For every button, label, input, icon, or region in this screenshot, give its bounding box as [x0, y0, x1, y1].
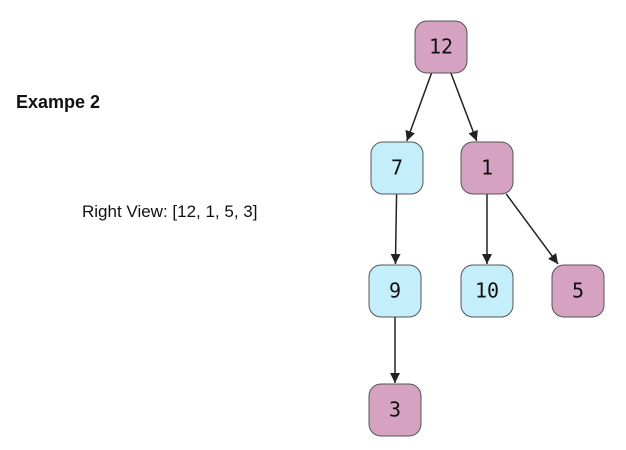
tree-node-10: 10 — [460, 264, 514, 318]
tree-node-label: 3 — [389, 398, 401, 422]
tree-node-box — [370, 141, 424, 195]
tree-node-7: 7 — [370, 141, 424, 195]
tree-node-box — [551, 264, 605, 318]
example-heading: Exampe 2 — [16, 92, 101, 112]
edge-7-to-9 — [390, 193, 401, 265]
tree-node-label: 10 — [475, 279, 499, 303]
tree-node-1: 1 — [460, 141, 514, 195]
tree-node-box — [460, 141, 514, 195]
tree-nodes: 12 7 1 9 10 5 3 — [368, 20, 605, 437]
tree-node-label: 7 — [391, 156, 403, 180]
edge-12-to-7 — [405, 72, 433, 142]
tree-node-3: 3 — [368, 383, 422, 437]
tree-node-label: 5 — [572, 279, 584, 303]
tree-node-box — [368, 264, 422, 318]
tree-node-box — [460, 264, 514, 318]
tree-node-label: 1 — [481, 156, 493, 180]
edge-1-to-5 — [505, 193, 559, 265]
tree-node-box — [368, 383, 422, 437]
tree-node-9: 9 — [368, 264, 422, 318]
tree-node-5: 5 — [551, 264, 605, 318]
edge-12-to-1 — [450, 72, 478, 142]
tree-edges — [390, 72, 559, 383]
tree-node-12: 12 — [414, 20, 468, 74]
tree-node-box — [414, 20, 468, 74]
right-view-caption: Right View: [12, 1, 5, 3] — [82, 202, 258, 221]
tree-node-label: 12 — [429, 35, 453, 59]
tree-node-label: 9 — [389, 279, 401, 303]
